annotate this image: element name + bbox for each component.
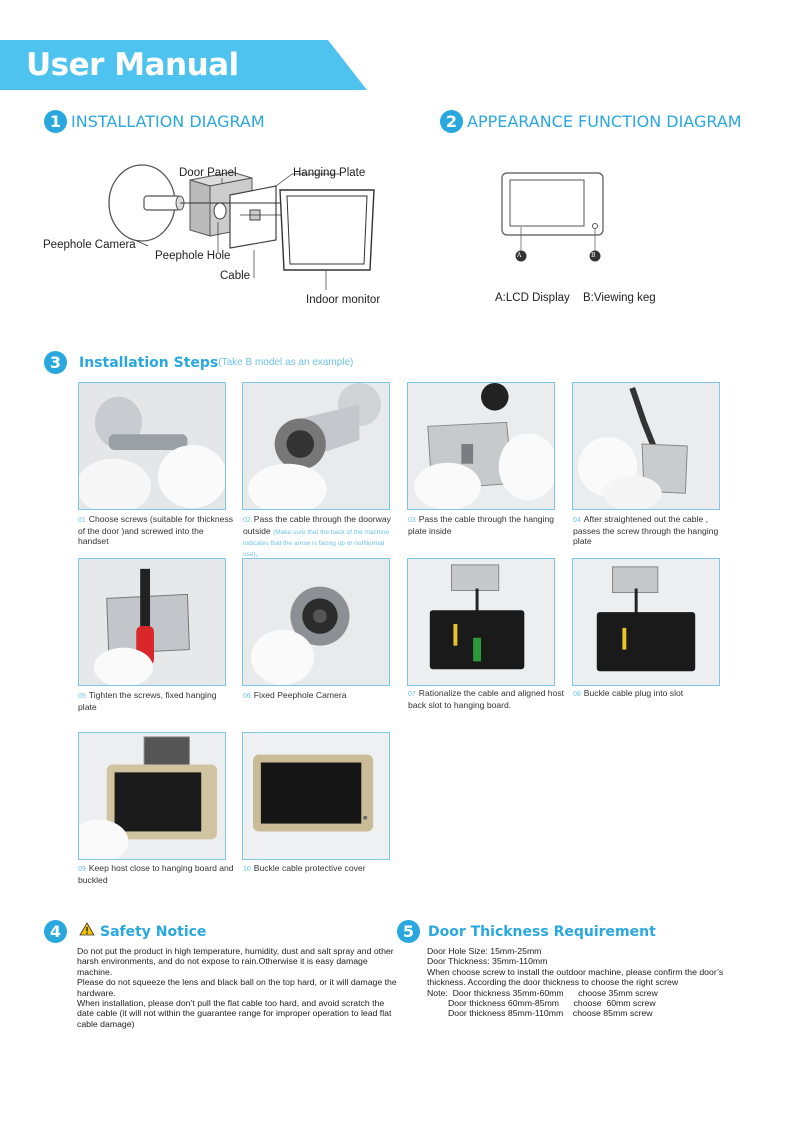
step-photo-08 <box>572 558 720 686</box>
installation-diagram <box>108 164 375 290</box>
step-text-01: Choose screws (suitable for thickness of… <box>78 514 234 546</box>
section3-number: 3 <box>44 351 67 374</box>
safety-paragraph-1: Do not put the product in high temperatu… <box>77 946 394 977</box>
step-text-05: Tighten the screws, fixed hanging plate <box>78 690 217 712</box>
label-indoor-monitor: Indoor monitor <box>306 294 381 306</box>
step-text-09: Keep host close to hanging board and buc… <box>78 863 234 885</box>
section1-heading: 1 INSTALLATION DIAGRAM <box>44 110 265 133</box>
step-num-06: 06 <box>243 693 251 700</box>
step-text-06: Fixed Peephole Camera <box>253 690 347 700</box>
step-num-02: 02 <box>243 517 251 524</box>
label-hanging-plate: Hanging Plate <box>293 167 366 179</box>
step-photo-03 <box>407 382 555 510</box>
step-photo-07 <box>407 558 555 686</box>
step-num-07: 07 <box>408 691 416 698</box>
step-text-03: Pass the cable through the hanging plate… <box>408 514 555 536</box>
section2-heading: 2 APPEARANCE FUNCTION DIAGRAM <box>440 110 742 133</box>
step-note-02: (Make sure that the back of the machine … <box>243 529 390 558</box>
step-photo-09 <box>78 732 226 860</box>
section3-heading: 3 Installation Steps (Take B model as an… <box>44 351 353 374</box>
safety-paragraph-2: Please do not squeeze the lens and black… <box>77 977 397 998</box>
door-line-1: Door Hole Size: 15mm-25mm <box>427 946 542 956</box>
safety-notice-body: Do not put the product in high temperatu… <box>77 946 397 1029</box>
door-line-3: When choose screw to install the outdoor… <box>427 966 724 988</box>
step-text-08: Buckle cable plug into slot <box>583 688 684 698</box>
section1-title: INSTALLATION DIAGRAM <box>71 112 265 131</box>
door-thickness-body: Door Hole Size: 15mm-25mm Door Thickness… <box>427 946 739 1019</box>
label-lcd-display: A:LCD Display <box>495 292 570 304</box>
step-num-10: 10 <box>243 866 251 873</box>
step-num-08: 08 <box>573 691 581 698</box>
safety-paragraph-3: When installation, please don’t pull the… <box>77 998 392 1029</box>
label-cable: Cable <box>220 270 251 282</box>
step-photo-04 <box>572 382 720 510</box>
warning-icon <box>79 922 95 941</box>
step-text-07: Rationalize the cable and aligned host b… <box>408 688 565 710</box>
step-photo-02 <box>242 382 390 510</box>
door-line-6: Door thickness 85mm-110mm choose 85mm sc… <box>448 1008 653 1019</box>
section2-number: 2 <box>440 110 463 133</box>
step-text-02: Pass the cable through the doorway outsi… <box>243 514 391 536</box>
section4-heading: 4 Safety Notice <box>44 920 206 943</box>
marker-a: A <box>517 252 522 259</box>
section5-heading: 5 Door Thickness Requirement <box>397 920 656 943</box>
step-num-09: 09 <box>78 866 86 873</box>
door-line-4: Note: Door thickness 35mm-60mm choose 35… <box>427 987 658 998</box>
label-peephole-hole: Peephole Hole <box>155 250 231 262</box>
section1-number: 1 <box>44 110 67 133</box>
label-viewing-keg: B:Viewing keg <box>583 292 656 304</box>
page-title: User Manual <box>26 47 239 83</box>
step-num-01: 01 <box>78 517 86 524</box>
section5-number: 5 <box>397 920 420 943</box>
section3-subtitle: (Take B model as an example) <box>218 357 354 368</box>
section2-title: APPEARANCE FUNCTION DIAGRAM <box>467 112 742 131</box>
header-banner: User Manual <box>0 40 367 90</box>
marker-b: B <box>591 252 596 259</box>
label-door-panel: Door Panel <box>179 167 237 179</box>
step-text-04: After straightened out the cable , passe… <box>573 514 719 546</box>
section4-number: 4 <box>44 920 67 943</box>
step-num-05: 05 <box>78 693 86 700</box>
section5-title: Door Thickness Requirement <box>428 923 656 940</box>
appearance-diagram <box>501 172 604 262</box>
banner-shape <box>0 40 367 90</box>
door-line-5: Door thickness 60mm-85mm choose 60mm scr… <box>448 998 656 1009</box>
step-num-03: 03 <box>408 517 416 524</box>
step-photo-06 <box>242 558 390 686</box>
step-text-10: Buckle cable protective cover <box>253 863 366 873</box>
step-photo-10 <box>242 732 390 860</box>
section4-title: Safety Notice <box>100 923 207 940</box>
section3-title: Installation Steps <box>79 354 219 371</box>
step-photo-01 <box>78 382 226 510</box>
label-peephole-camera: Peephole Camera <box>43 239 136 251</box>
step-photo-05 <box>78 558 226 686</box>
step-num-04: 04 <box>573 517 581 524</box>
door-line-2: Door Thickness: 35mm-110mm <box>427 956 548 967</box>
